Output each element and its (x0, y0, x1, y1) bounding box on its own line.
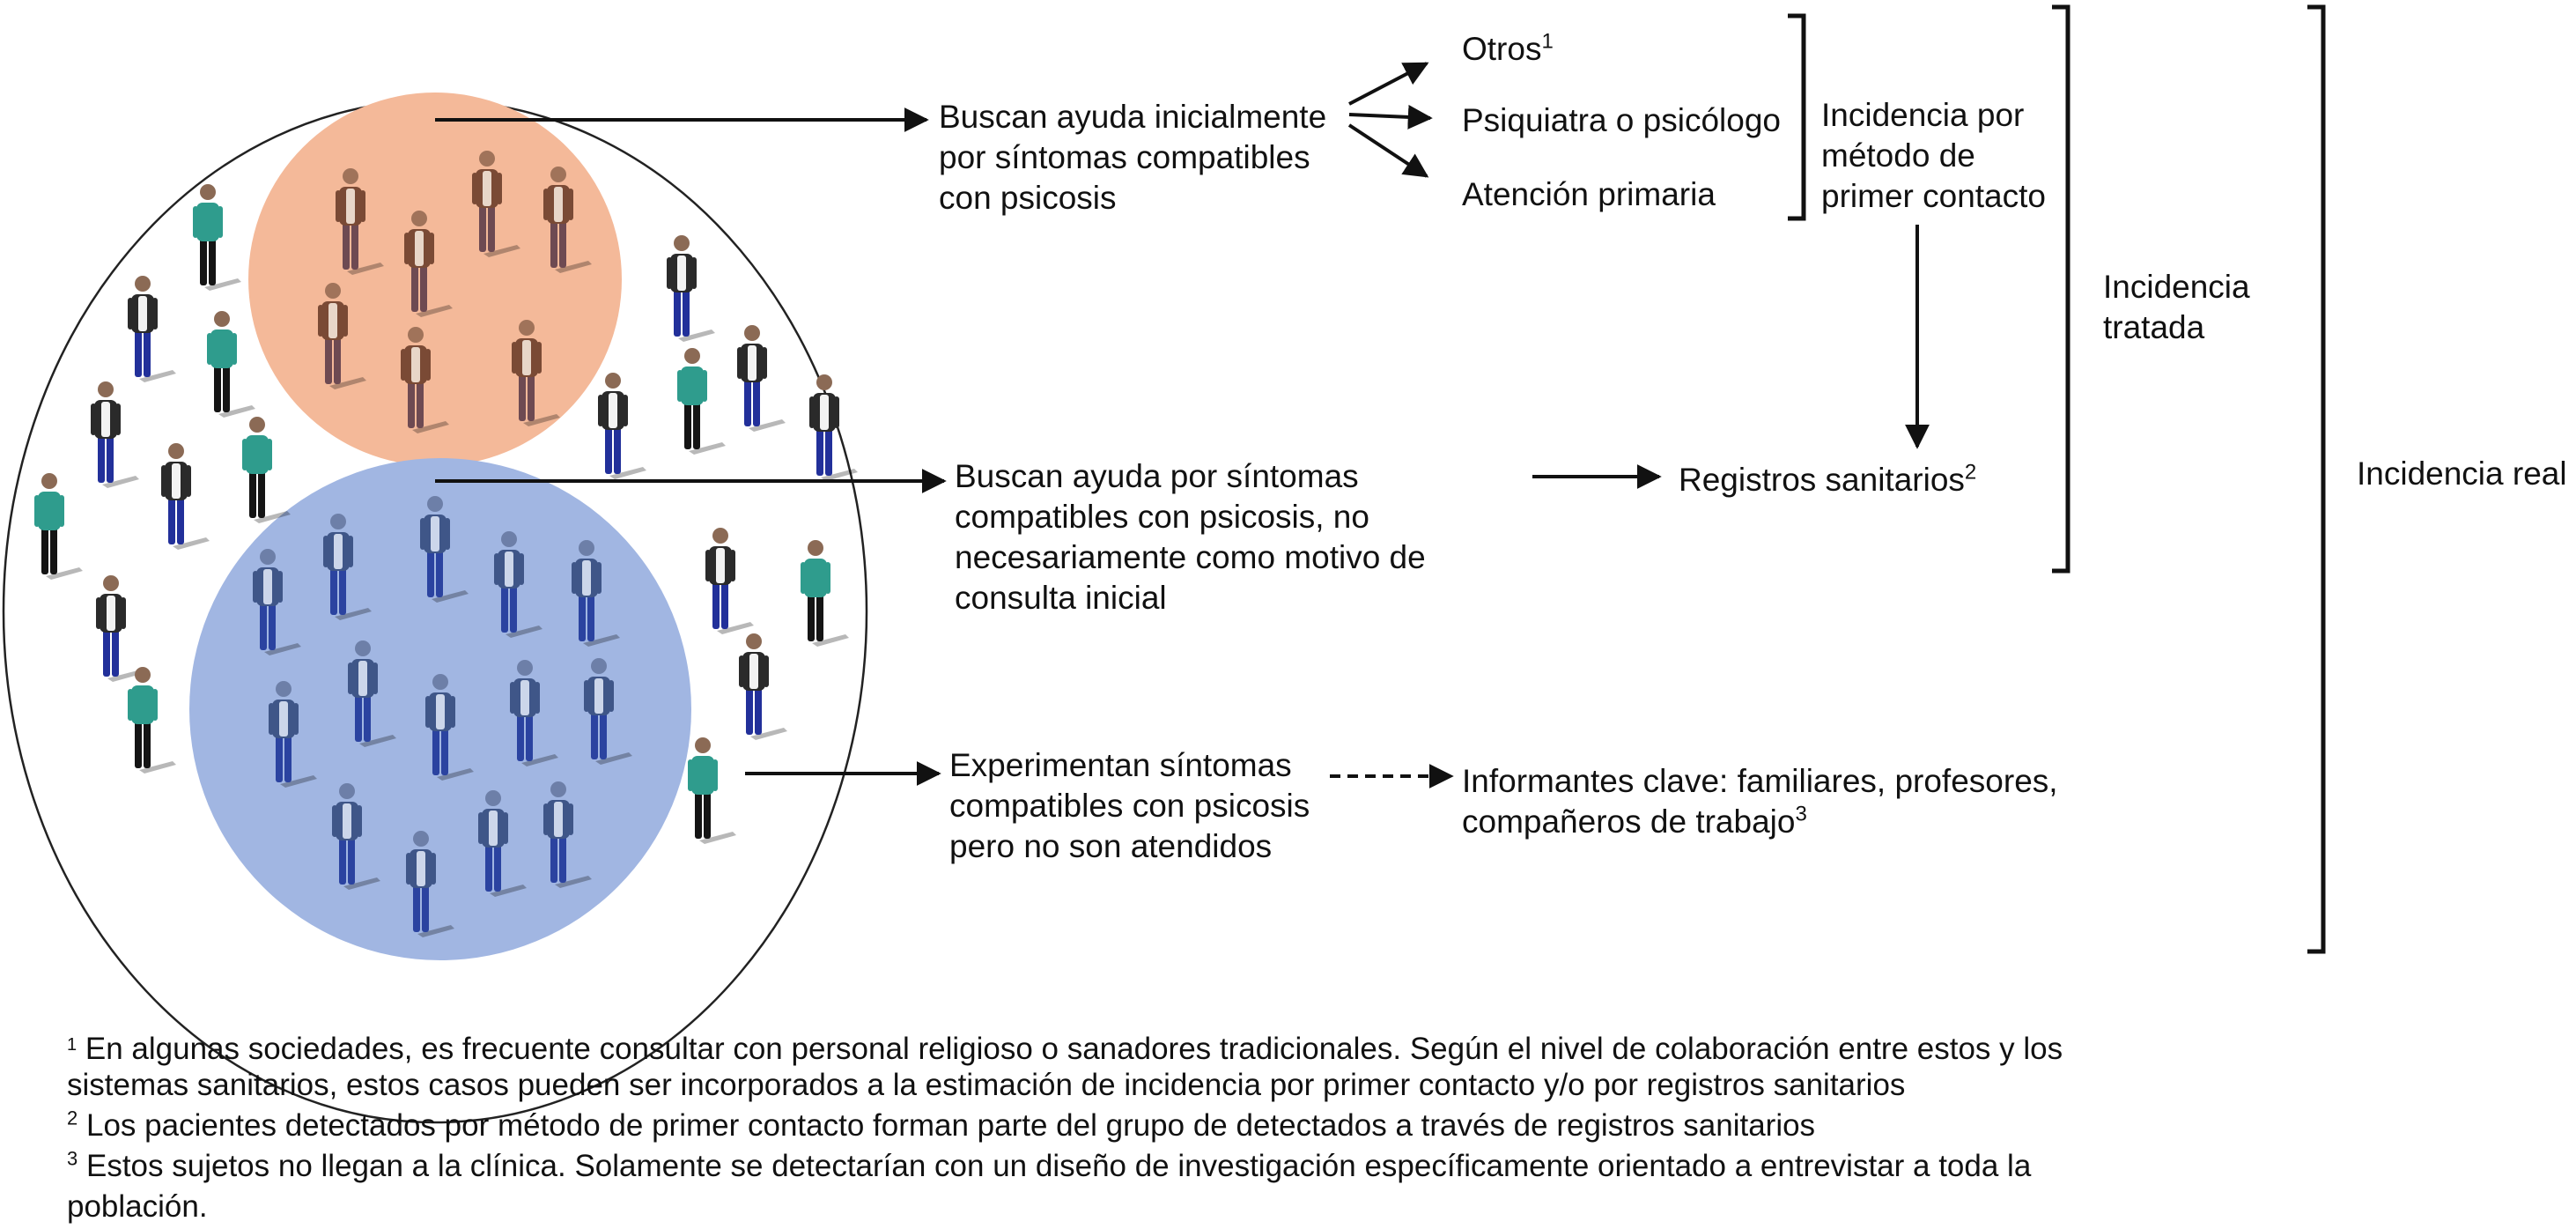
person-figure (494, 531, 543, 638)
person-figure (572, 540, 620, 647)
person-figure (512, 320, 560, 426)
footnote-1-line1: 1 En algunas sociedades, es frecuente co… (67, 1032, 2063, 1066)
person-figure (253, 549, 301, 655)
person-figure (584, 658, 632, 765)
person-figure (161, 443, 210, 550)
arrow-to-psiquiatra (1348, 104, 1433, 130)
person-figure (472, 151, 520, 257)
label-psiquiatra: Psiquiatra o psicólogo (1462, 102, 1781, 138)
label-registros-sanitarios: Registros sanitarios2 (1679, 460, 1977, 498)
label-not-attended: Experimentan síntomas compatibles con ps… (949, 747, 1310, 864)
people-figures (34, 151, 858, 937)
person-figure (269, 681, 317, 788)
person-figure (739, 633, 787, 740)
label-help-not-initial: Buscan ayuda por síntomas compatibles co… (955, 458, 1426, 616)
label-atencion-primaria: Atención primaria (1462, 176, 1716, 212)
person-figure (242, 417, 291, 523)
person-figure (425, 674, 474, 781)
footnote-3-line2: población. (67, 1189, 208, 1224)
person-figure (510, 660, 558, 766)
person-figure (543, 167, 592, 273)
person-figure (401, 327, 449, 433)
person-figure (332, 783, 380, 890)
person-figure (404, 211, 453, 317)
person-figure (543, 781, 592, 888)
label-incidencia-tratada: Incidencia tratada (2103, 269, 2250, 345)
bracket-real (2307, 4, 2326, 954)
group-initial-help-circle (248, 93, 622, 466)
person-figure (128, 276, 176, 382)
person-figure (323, 514, 372, 620)
label-otros: Otros1 (1462, 29, 1554, 67)
arrow-to-otros (1348, 62, 1429, 106)
label-informantes: Informantes clave: familiares, profesore… (1462, 763, 2058, 840)
person-figure (91, 381, 139, 488)
person-figure (406, 831, 454, 937)
person-figure (348, 640, 396, 747)
footnote-1-line2: sistemas sanitarios, estos casos pueden … (67, 1068, 1906, 1102)
label-incidencia-primer-contacto: Incidencia por método de primer contacto (1821, 97, 2046, 214)
person-figure (809, 374, 858, 481)
person-figure (478, 790, 527, 897)
footnote-2: 2 Los pacientes detectados por método de… (67, 1107, 1816, 1143)
bracket-primer-contacto (1788, 13, 1806, 221)
person-figure (801, 540, 849, 647)
bracket-tratada (2052, 4, 2070, 574)
person-figure (688, 737, 736, 844)
person-figure (677, 348, 726, 455)
arrow-to-atencion (1347, 123, 1429, 178)
person-figure (598, 373, 646, 479)
person-figure (207, 311, 255, 418)
person-figure (34, 473, 83, 580)
label-incidencia-real: Incidencia real (2357, 455, 2567, 492)
person-figure (737, 325, 786, 432)
person-figure (420, 496, 469, 603)
person-figure (705, 528, 754, 634)
label-initial-help: Buscan ayuda inicialmente por síntomas c… (939, 99, 1327, 216)
person-figure (336, 168, 384, 275)
person-figure (128, 667, 176, 774)
person-figure (193, 184, 241, 291)
footnote-3-line1: 3 Estos sujetos no llegan a la clínica. … (67, 1147, 2032, 1183)
person-figure (318, 283, 366, 389)
person-figure (667, 235, 715, 342)
